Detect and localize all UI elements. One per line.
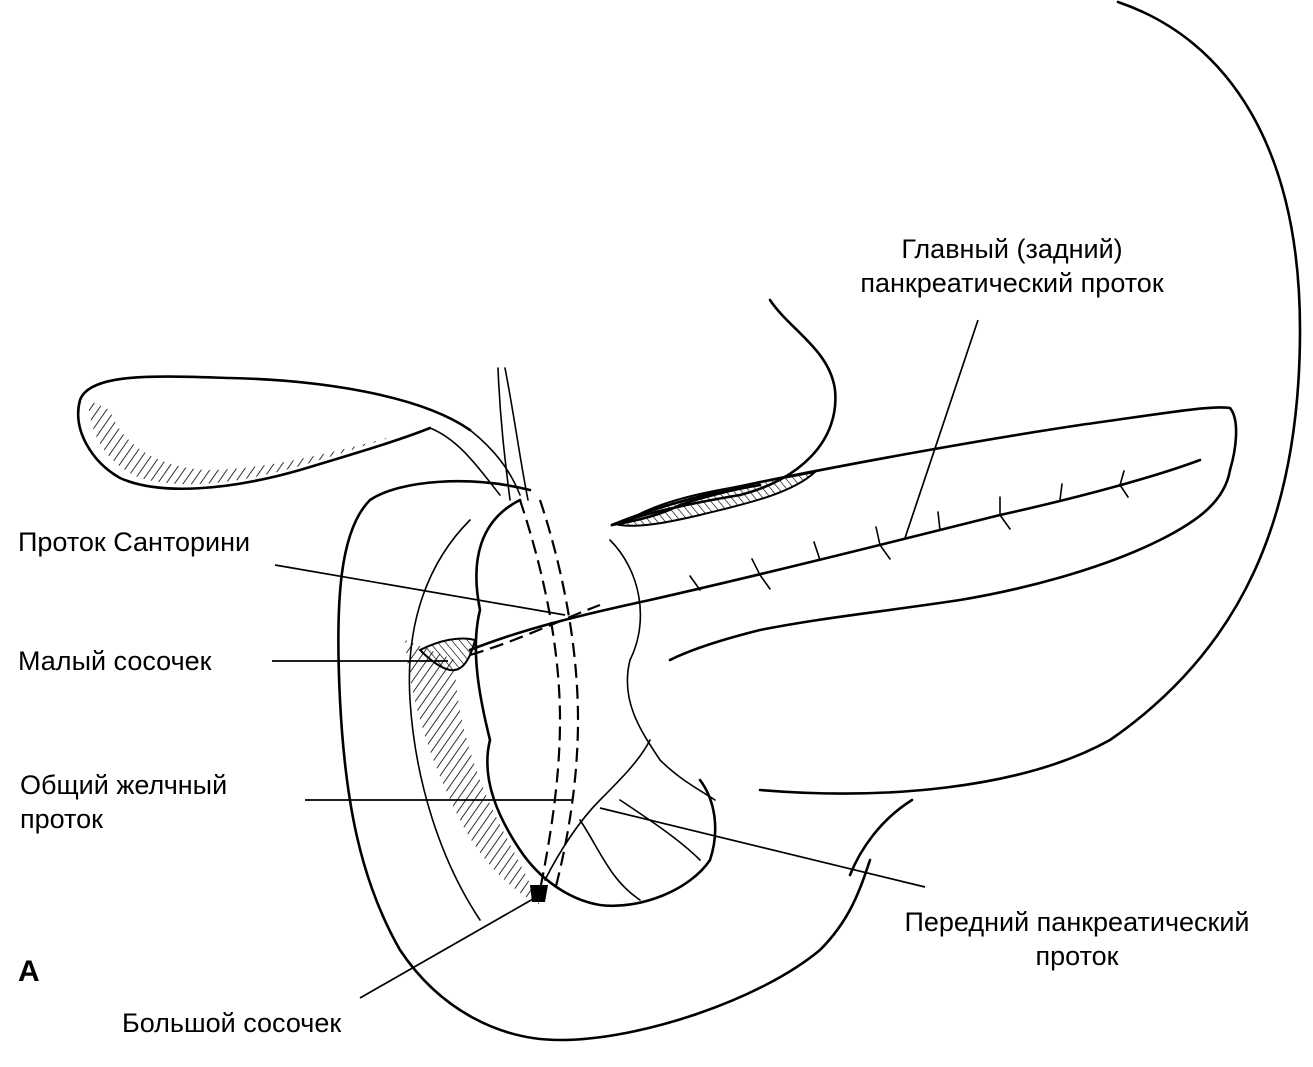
label-main-duct-line1: Главный (задний) xyxy=(901,234,1123,264)
santorini-duct xyxy=(469,603,601,657)
leader-santorini xyxy=(274,564,566,616)
label-santorini-duct: Проток Санторини xyxy=(18,527,251,557)
duodenum-inner xyxy=(408,519,481,921)
gallbladder-hatching xyxy=(88,400,395,485)
minor-papilla-dark xyxy=(418,637,477,672)
duodenum-hatching xyxy=(405,640,540,905)
leader-anterior-duct xyxy=(599,807,926,888)
label-main-duct-line2: панкреатический проток xyxy=(860,268,1164,298)
label-anterior-duct-line2: проток xyxy=(1035,941,1119,971)
main-duct-branches xyxy=(689,470,1129,591)
label-main-duct: Главный (задний) панкреатический проток xyxy=(812,232,1212,300)
stomach-outline xyxy=(758,0,1302,795)
cystic-duct xyxy=(429,427,501,496)
panel-letter: A xyxy=(18,955,40,988)
leader-main-duct xyxy=(904,319,979,539)
label-major-papilla: Большой сосочек xyxy=(122,1008,342,1038)
label-common-bile-duct-line2: проток xyxy=(20,804,103,834)
main-pancreatic-duct xyxy=(468,458,1202,652)
label-anterior-duct: Передний панкреатический проток xyxy=(852,905,1302,973)
label-anterior-duct-line1: Передний панкреатический xyxy=(904,907,1250,937)
common-bile-duct xyxy=(518,499,562,891)
duodenum-outer xyxy=(337,479,872,1042)
label-minor-papilla: Малый сосочек xyxy=(18,646,212,676)
stomach-lower-curve xyxy=(848,798,914,877)
hepatic-duct-right xyxy=(504,367,529,501)
anterior-duct xyxy=(544,739,651,881)
uncinate-lobule xyxy=(579,799,701,901)
pancreas-head-outline xyxy=(474,498,717,908)
leader-major-papilla xyxy=(359,894,541,999)
label-common-bile-duct-line1: Общий желчный xyxy=(20,770,228,800)
pancreas-head-lobules xyxy=(609,539,716,801)
common-bile-duct-2 xyxy=(538,499,580,891)
pancreas-dark-lobules xyxy=(617,470,819,527)
pancreas-tail-end xyxy=(668,468,1232,662)
label-common-bile-duct: Общий желчный проток xyxy=(20,768,227,836)
gallbladder-outline xyxy=(76,375,472,491)
